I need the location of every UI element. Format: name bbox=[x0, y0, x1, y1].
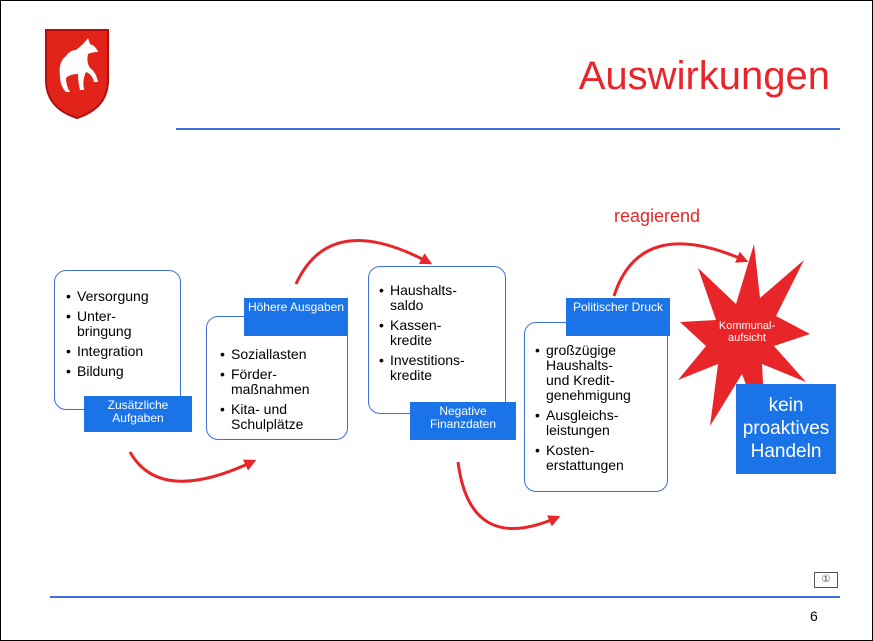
title-underline bbox=[176, 128, 840, 130]
list-item: Soziallasten bbox=[220, 347, 347, 363]
coat-of-arms-logo bbox=[45, 29, 109, 120]
list-item: Versorgung bbox=[66, 289, 180, 305]
label-reagierend: reagierend bbox=[614, 206, 701, 226]
tag-politischer-druck: Politischer Druck bbox=[566, 298, 670, 336]
box-hoehere-ausgaben: Soziallasten Förder-maßnahmen Kita- undS… bbox=[206, 316, 348, 440]
list-item: Integration bbox=[66, 344, 180, 360]
info-icon: ① bbox=[814, 572, 838, 588]
page-number: 6 bbox=[810, 608, 818, 624]
list-item: Förder-maßnahmen bbox=[220, 367, 347, 397]
list-item: Bildung bbox=[66, 364, 180, 380]
slide-title: Auswirkungen bbox=[578, 54, 830, 98]
kommunalaufsicht-label: Kommunal- aufsicht bbox=[718, 320, 776, 344]
list-item: Haushalts-saldo bbox=[379, 283, 505, 313]
tag-negative-finanzdaten: Negative Finanzdaten bbox=[410, 402, 516, 440]
box-zusaetzliche-aufgaben: Versorgung Unter-bringung Integration Bi… bbox=[54, 270, 181, 410]
list-item: Kassen-kredite bbox=[379, 318, 505, 348]
box-negative-finanzdaten: Haushalts-saldo Kassen-kredite Investiti… bbox=[368, 266, 506, 414]
tag-hoehere-ausgaben: Höhere Ausgaben bbox=[244, 298, 348, 336]
tag-zusaetzliche-aufgaben: Zusätzliche Aufgaben bbox=[84, 396, 192, 432]
list-item: Ausgleichs-leistungen bbox=[535, 408, 667, 438]
list-item: Investitions-kredite bbox=[379, 353, 505, 383]
list-item: Kosten-erstattungen bbox=[535, 443, 667, 473]
footer-line bbox=[50, 596, 840, 598]
list-item: Unter-bringung bbox=[66, 309, 180, 339]
kein-proaktives-handeln-box: kein proaktives Handeln bbox=[736, 384, 836, 474]
kommunalaufsicht-starburst bbox=[678, 244, 810, 438]
